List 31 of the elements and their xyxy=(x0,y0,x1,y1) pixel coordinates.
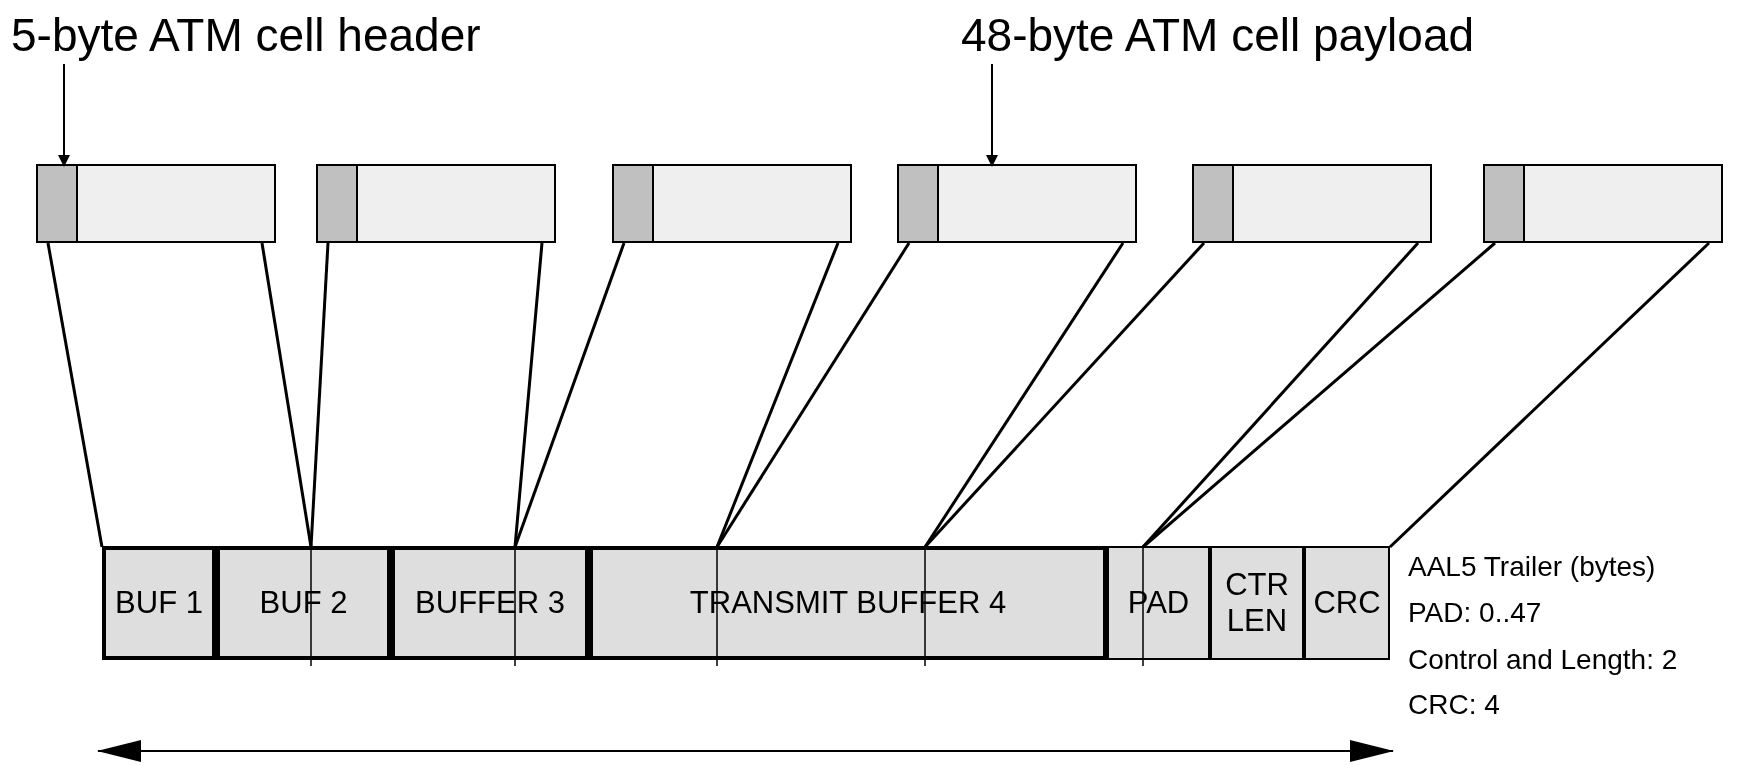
cell-header xyxy=(1194,166,1232,241)
buffer-segment: BUF 1 xyxy=(102,546,216,660)
mapping-line xyxy=(715,242,911,548)
atm-cell xyxy=(897,164,1137,243)
cell-header xyxy=(614,166,652,241)
mapping-line xyxy=(46,242,104,548)
mapping-line xyxy=(1142,241,1496,549)
mapping-line xyxy=(309,242,330,548)
atm-cell xyxy=(612,164,852,243)
mapping-line xyxy=(1141,242,1420,548)
cell-header xyxy=(1485,166,1523,241)
cell-header xyxy=(318,166,356,241)
trailer-field: CRC xyxy=(1304,546,1390,660)
mapping-line xyxy=(715,242,840,548)
trailer-field: CTR LEN xyxy=(1210,546,1304,660)
mapping-line xyxy=(1388,241,1711,549)
mapping-line xyxy=(260,242,313,548)
leader-arrow xyxy=(58,63,70,167)
atm-cell xyxy=(1483,164,1723,243)
atm-cell xyxy=(1192,164,1432,243)
trailer-note: PAD: 0..47 xyxy=(1408,599,1542,627)
trailer-note: Control and Length: 2 xyxy=(1408,646,1678,674)
mapping-line xyxy=(923,242,1206,548)
cell-header xyxy=(899,166,937,241)
trailer-heading: AAL5 Trailer (bytes) xyxy=(1408,553,1656,581)
atm-cell xyxy=(36,164,276,243)
leader-arrow xyxy=(986,63,998,167)
atm-cell xyxy=(316,164,556,243)
cell-header xyxy=(38,166,76,241)
mapping-line xyxy=(513,242,626,548)
trailer-note: CRC: 4 xyxy=(1408,691,1500,719)
